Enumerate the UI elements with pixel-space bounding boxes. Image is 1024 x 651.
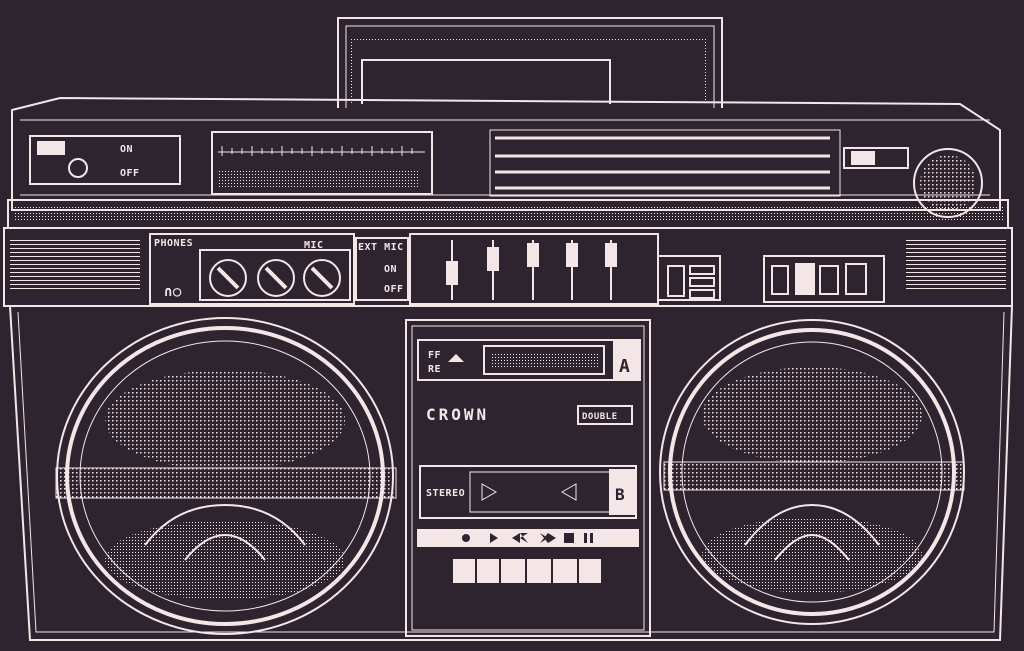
brand-label: CROWN (426, 405, 489, 424)
cassette-deck (405, 319, 651, 637)
main-body (9, 305, 1013, 641)
left-speaker (55, 317, 397, 635)
bass-knob[interactable] (257, 259, 295, 297)
double-badge: DOUBLE (582, 412, 618, 422)
record-icon[interactable] (462, 534, 470, 542)
deck-a-label: A (619, 356, 630, 377)
phones-jack-icon: ∩○ (164, 284, 182, 300)
eq-sliders[interactable] (446, 240, 617, 300)
mode-switches[interactable] (667, 263, 867, 299)
pause-icon[interactable] (584, 533, 587, 543)
ff-label: FF (428, 350, 441, 361)
treble-knob[interactable] (303, 259, 341, 297)
tuning-slider[interactable] (843, 147, 909, 169)
power-on-label: ON (120, 144, 133, 155)
ext-mic-label: EXT MIC (358, 242, 404, 253)
volume-knob[interactable] (209, 259, 247, 297)
stereo-label: STEREO (426, 488, 465, 499)
tuning-knob[interactable] (913, 148, 983, 218)
re-label: RE (428, 364, 441, 375)
play-icon[interactable] (490, 533, 498, 543)
tuner-dial (211, 131, 433, 195)
phones-label: PHONES (154, 238, 193, 249)
eject-icon[interactable] (448, 354, 464, 362)
rewind-icon[interactable] (512, 533, 528, 543)
right-speaker (659, 319, 965, 625)
ext-mic-off-label: OFF (384, 284, 404, 295)
band-selector-stripes (489, 129, 841, 197)
power-switch[interactable] (29, 135, 181, 185)
fast-forward-icon[interactable] (540, 533, 556, 543)
carry-handle[interactable] (337, 17, 723, 108)
mic-label: MIC (304, 240, 324, 251)
deck-b-label: B (615, 485, 625, 504)
stop-icon[interactable] (564, 533, 574, 543)
power-off-label: OFF (120, 168, 140, 179)
pause-icon-bar (590, 533, 593, 543)
ext-mic-on-label: ON (384, 264, 397, 275)
